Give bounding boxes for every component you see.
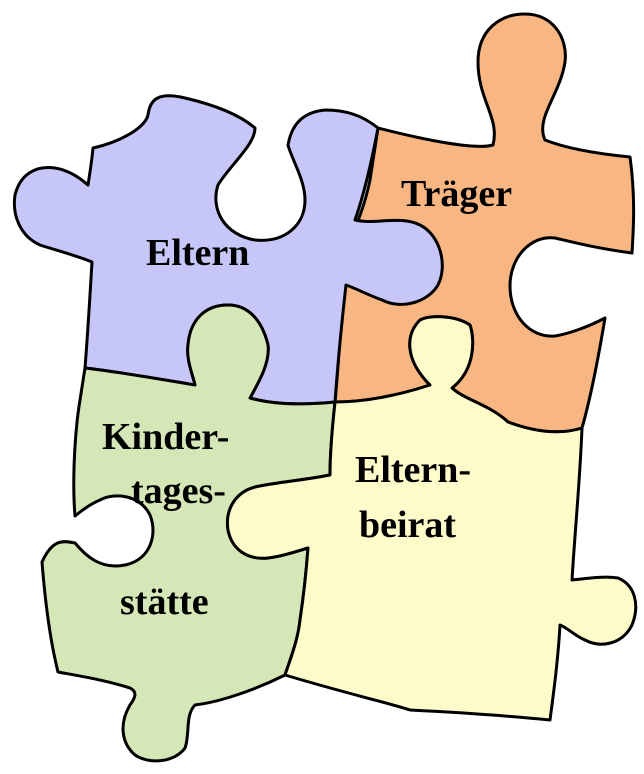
elternbeirat-label-line2: beirat — [359, 504, 456, 546]
kita-label-line1: Kinder- — [102, 416, 229, 458]
traeger-label: Träger — [401, 173, 512, 215]
eltern-label: Eltern — [146, 232, 249, 274]
kita-label-line2: tages- — [131, 470, 226, 512]
kita-label-line3: stätte — [120, 581, 209, 623]
elternbeirat-label-line1: Eltern- — [355, 449, 471, 491]
